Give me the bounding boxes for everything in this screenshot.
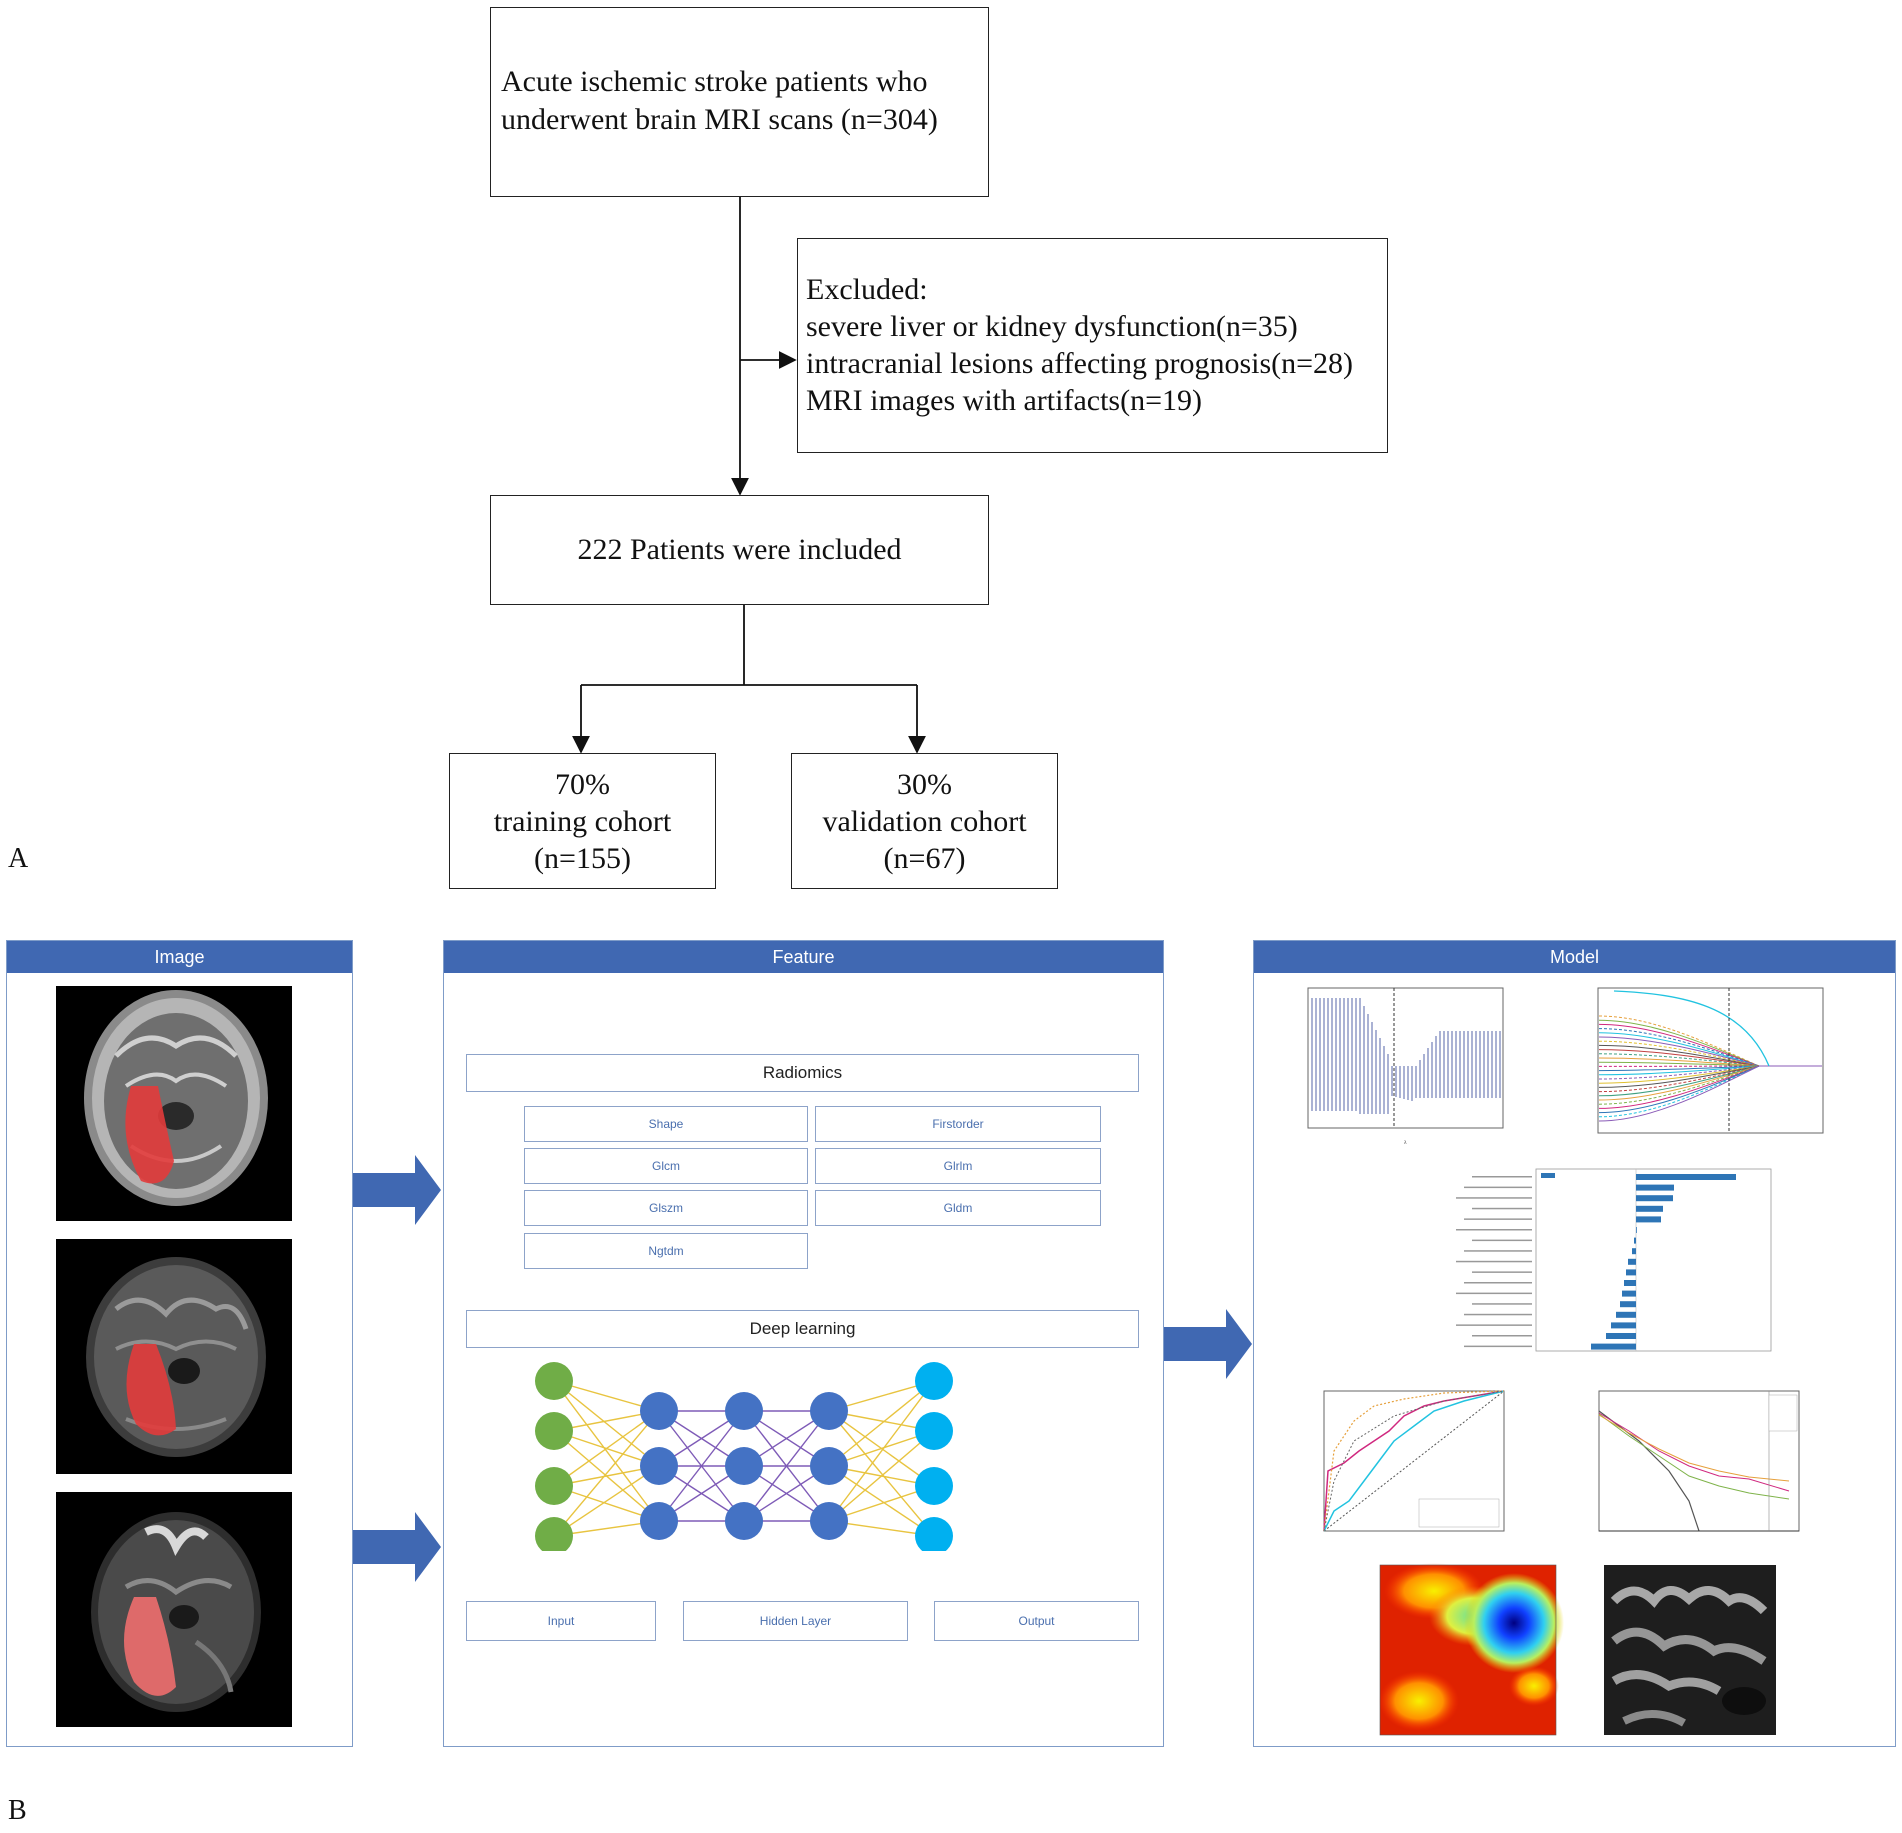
validation-name: validation cohort: [822, 804, 1027, 838]
input-node: [535, 1467, 573, 1505]
mri-t1-image: [56, 986, 292, 1221]
deep-learning-header: Deep learning: [466, 1310, 1139, 1348]
arrow-image-to-feature-bottom: [353, 1512, 441, 1582]
feature-shape: Shape: [524, 1106, 808, 1142]
feature-glrlm: Glrlm: [815, 1148, 1101, 1184]
input-node: [535, 1412, 573, 1450]
feature-panel: Feature Radiomics Shape Firstorder Glcm …: [443, 940, 1164, 1747]
box-initial-cohort: Acute ischemic stroke patients who under…: [490, 7, 989, 197]
svg-text:λ: λ: [1404, 1140, 1407, 1146]
training-name: training cohort: [493, 804, 672, 838]
image-panel-header: Image: [7, 941, 352, 973]
output-node: [915, 1362, 953, 1400]
gradcam-heatmap: [1379, 1563, 1564, 1736]
layer-output-label: Output: [934, 1601, 1139, 1641]
excluded-item: MRI images with artifacts(n=19): [806, 384, 1202, 417]
neural-network-diagram: [535, 1362, 953, 1551]
layer-hidden-label: Hidden Layer: [683, 1601, 908, 1641]
validation-pct: 30%: [897, 767, 952, 801]
input-node: [535, 1362, 573, 1400]
roc-curve-plot: [1323, 1390, 1505, 1532]
hidden-node: [725, 1392, 763, 1430]
mri-dwi-image: [56, 1492, 292, 1727]
excluded-item: severe liver or kidney dysfunction(n=35): [806, 310, 1298, 343]
feature-gldm: Gldm: [815, 1190, 1101, 1226]
box-excluded: Excluded: severe liver or kidney dysfunc…: [797, 238, 1388, 453]
hidden-node: [640, 1502, 678, 1540]
hidden-node: [725, 1447, 763, 1485]
hidden-node: [725, 1502, 763, 1540]
arrow-image-to-feature-top: [353, 1155, 441, 1225]
feature-panel-header: Feature: [444, 941, 1163, 973]
feature-glcm: Glcm: [524, 1148, 808, 1184]
hidden-node: [810, 1502, 848, 1540]
initial-cohort-line2: underwent brain MRI scans (n=304): [501, 103, 938, 136]
hidden-node: [640, 1392, 678, 1430]
initial-cohort-line1: Acute ischemic stroke patients who: [501, 65, 928, 98]
feature-firstorder: Firstorder: [815, 1106, 1101, 1142]
radiomics-header: Radiomics: [466, 1054, 1139, 1092]
validation-n: (n=67): [883, 841, 966, 875]
decision-curve-plot: [1598, 1390, 1800, 1532]
arrow-feature-to-model: [1164, 1309, 1252, 1379]
layer-input-label: Input: [466, 1601, 656, 1641]
output-node: [915, 1412, 953, 1450]
lasso-cv-plot: λ: [1307, 987, 1504, 1146]
lasso-coef-path-plot: [1597, 987, 1824, 1134]
box-included: 222 Patients were included: [490, 495, 989, 605]
output-node: [915, 1517, 953, 1551]
model-panel: Model λ: [1253, 940, 1896, 1747]
box-validation-cohort: 30% validation cohort (n=67): [791, 753, 1058, 889]
mri-crop-image: [1604, 1565, 1776, 1735]
hidden-node: [810, 1447, 848, 1485]
feature-ngtdm: Ngtdm: [524, 1233, 808, 1269]
panel-b-label: B: [8, 1795, 27, 1826]
output-node: [915, 1467, 953, 1505]
excluded-item: intracranial lesions affecting prognosis…: [806, 347, 1354, 380]
box-training-cohort: 70% training cohort (n=155): [449, 753, 716, 889]
panel-a-label: A: [8, 843, 29, 874]
hidden-node: [640, 1447, 678, 1485]
training-pct: 70%: [555, 767, 610, 801]
image-panel: Image: [6, 940, 353, 1747]
flowchart-connectors: [572, 197, 926, 754]
input-node: [535, 1517, 573, 1551]
feature-glszm: Glszm: [524, 1190, 808, 1226]
feature-importance-plot: [1456, 1168, 1772, 1352]
model-panel-header: Model: [1254, 941, 1895, 973]
hidden-node: [810, 1392, 848, 1430]
training-n: (n=155): [534, 841, 631, 875]
included-text: 222 Patients were included: [577, 533, 902, 566]
mri-flair-image: [56, 1239, 292, 1474]
excluded-title: Excluded:: [806, 273, 928, 306]
